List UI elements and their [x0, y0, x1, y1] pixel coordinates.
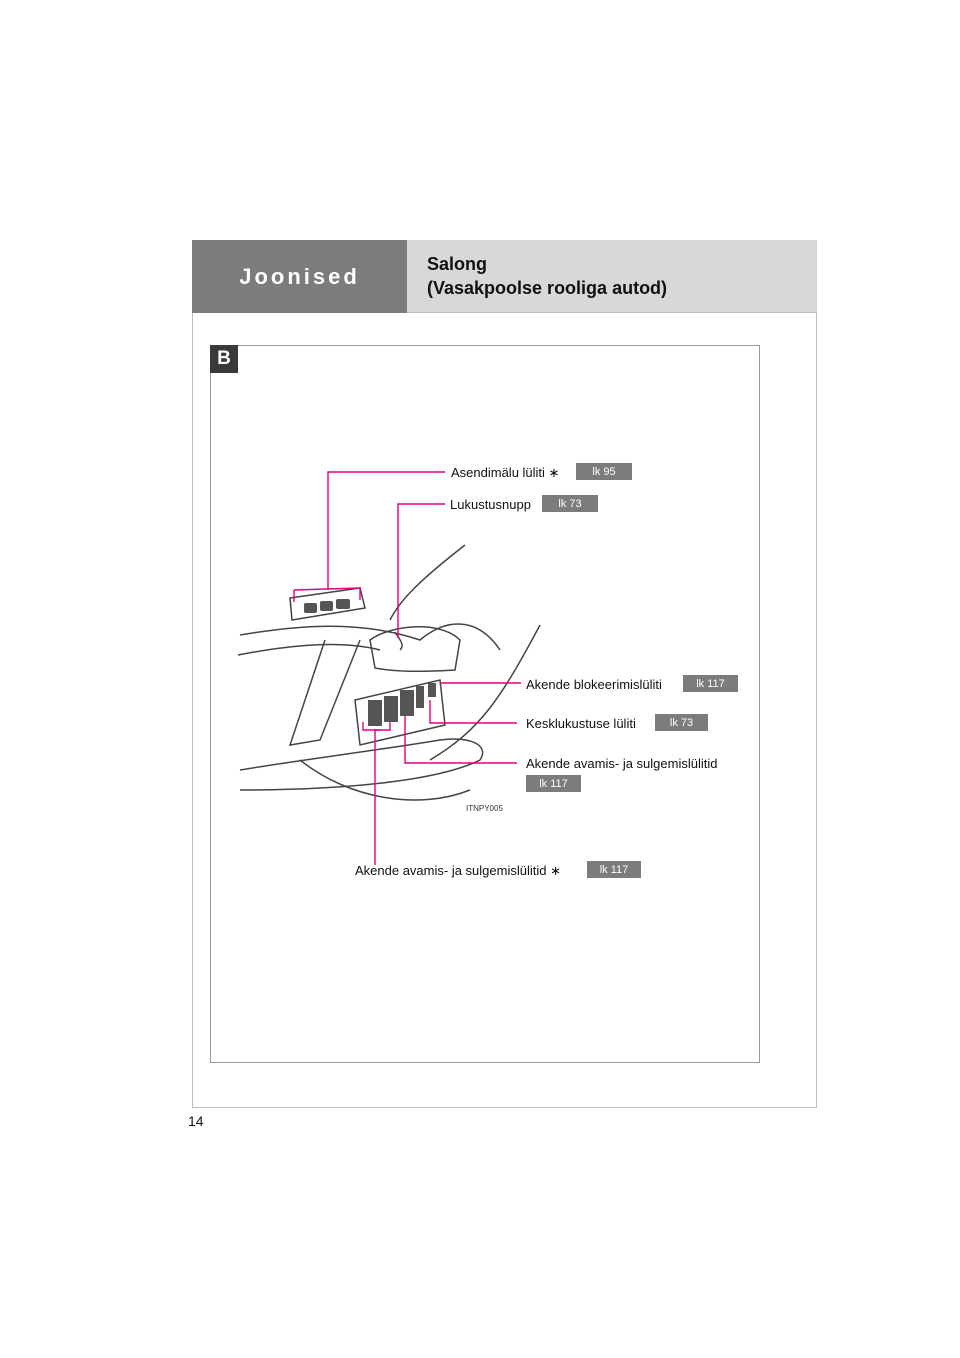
callout-label-lock-knob: Lukustusnupp — [450, 497, 531, 512]
callout-label-memory-switch: Asendimälu lüliti ∗ — [451, 465, 560, 480]
callout-label-central-lock: Kesklukustuse lüliti — [526, 716, 636, 731]
door-handle — [394, 631, 403, 651]
callout-bracket-memory — [293, 587, 361, 602]
window-switch-3 — [400, 690, 414, 716]
page-subtitle: (Vasakpoolse rooliga autod) — [427, 278, 668, 298]
memory-button-2 — [320, 601, 333, 611]
header-title-box: Salong (Vasakpoolse rooliga autod) — [407, 240, 817, 313]
callout-ref-central-lock: lk 73 — [655, 714, 708, 731]
door-handle-recess — [369, 626, 461, 673]
callout-label-window-switches-star: Akende avamis- ja sulgemislülitid ∗ — [355, 863, 561, 878]
panel-badge: B — [210, 345, 238, 373]
door-pillar-line — [389, 544, 466, 621]
window-lock-switch — [428, 683, 436, 697]
page-number: 14 — [188, 1113, 204, 1129]
window-switch-1 — [368, 700, 382, 726]
door-line-top — [239, 623, 501, 651]
callout-bracket-window — [362, 722, 391, 731]
section-title: Joonised — [239, 263, 360, 289]
page-title: Salong — [427, 254, 488, 274]
window-switch-2 — [384, 696, 398, 722]
memory-button-1 — [304, 603, 317, 613]
callout-ref-window-switches: lk 117 — [526, 775, 581, 792]
callout-ref-memory-switch: lk 95 — [576, 463, 632, 480]
door-lower-line — [299, 759, 471, 801]
callout-label-window-lock: Akende blokeerimislüliti — [526, 677, 662, 692]
door-pocket — [239, 738, 484, 791]
memory-switch-panel — [289, 587, 366, 621]
door-edge-line — [429, 624, 541, 761]
door-line-upper — [237, 643, 381, 656]
section-tab: Joonised — [192, 240, 407, 313]
callout-line-lock — [397, 503, 445, 638]
illustration-panel — [210, 345, 760, 1063]
lock-switch — [416, 686, 424, 708]
callout-ref-window-lock: lk 117 — [683, 675, 738, 692]
callout-label-window-switches: Akende avamis- ja sulgemislülitid — [526, 756, 718, 771]
callout-ref-lock-knob: lk 73 — [542, 495, 598, 512]
callout-line-central-lock — [429, 700, 517, 724]
armrest-pillar — [288, 639, 361, 746]
callout-line-window-switches — [404, 716, 517, 764]
callout-line-memory — [327, 471, 445, 590]
illustration-code: ITNPY005 — [466, 804, 503, 813]
callout-ref-window-switches-star: lk 117 — [587, 861, 641, 878]
window-switch-panel — [354, 679, 446, 746]
memory-button-set — [336, 599, 350, 609]
